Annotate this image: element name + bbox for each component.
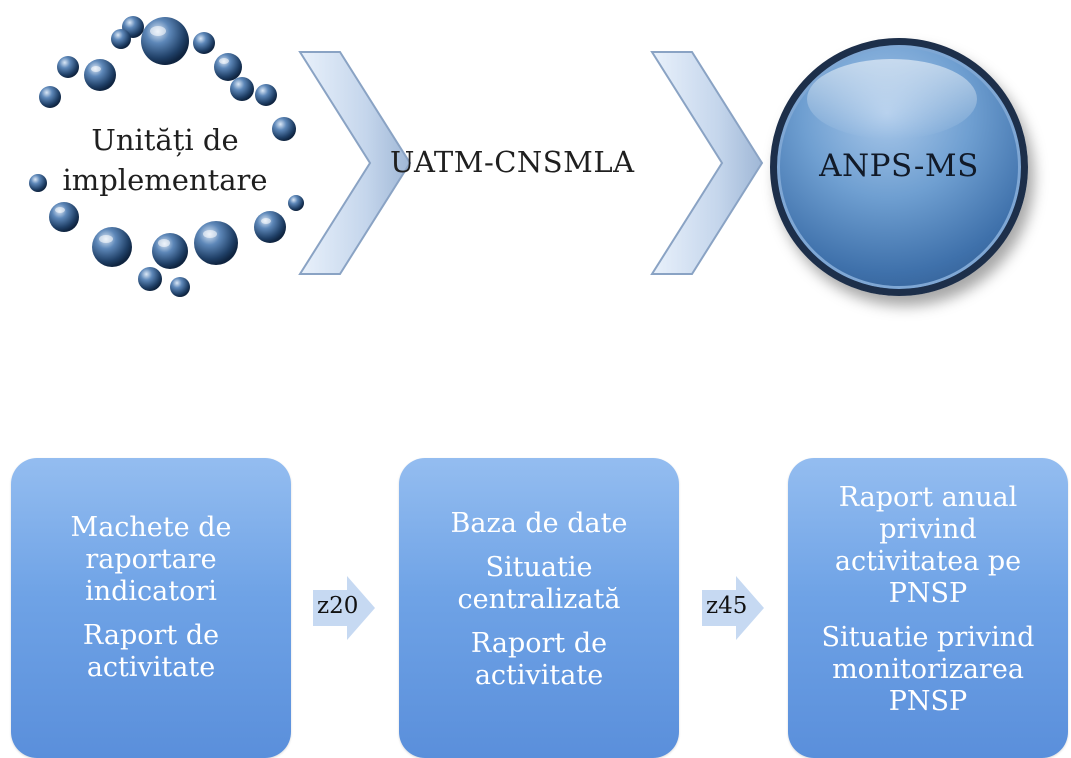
box3-line: PNSP <box>888 686 968 717</box>
step-arrow-icon <box>313 576 375 640</box>
box2-paragraph-1: Baza de date <box>399 508 679 540</box>
arrow-label-z20: z20 <box>317 593 359 619</box>
anps-ms-label: ANPS-MS <box>819 148 979 184</box>
box2-line: Baza de date <box>450 508 628 539</box>
box2-line: Raport de <box>470 628 608 659</box>
box1-line: activitate <box>86 652 216 683</box>
chevron-arrow-icon <box>650 51 764 275</box>
box3-paragraph-2: Situatie privind monitorizarea PNSP <box>788 622 1068 718</box>
box2-paragraph-2: Situatie centralizată <box>399 552 679 616</box>
reporting-templates-box: Machete de raportare indicatori Raport d… <box>11 458 291 758</box>
box2-paragraph-3: Raport de activitate <box>399 628 679 692</box>
annual-report-box: Raport anual privind activitatea pe PNSP… <box>788 458 1068 758</box>
box3-line: privind <box>879 514 977 545</box>
box2-line: activitate <box>474 660 604 691</box>
step-arrow-icon <box>702 576 764 640</box>
circle-highlight <box>807 59 977 139</box>
box1-paragraph-2: Raport de activitate <box>11 620 291 684</box>
box3-paragraph-1: Raport anual privind activitatea pe PNSP <box>788 482 1068 610</box>
box3-line: Situatie privind <box>821 622 1035 653</box>
step-arrow-label-wrap: z20 <box>313 576 375 640</box>
bubble-ring-graphic <box>29 16 304 297</box>
box1-line: indicatori <box>85 576 217 607</box>
step-arrow-label-wrap: z45 <box>702 576 764 640</box>
implementation-units-label: Unități de implementare <box>55 120 275 200</box>
box1-line: raportare <box>85 544 217 575</box>
box3-line: activitatea pe <box>834 546 1022 577</box>
anps-ms-circle: ANPS-MS <box>770 38 1028 296</box>
database-box: Baza de date Situatie centralizată Rapor… <box>399 458 679 758</box>
box1-line: Raport de <box>82 620 220 651</box>
box3-line: PNSP <box>888 578 968 609</box>
box2-line: Situatie <box>485 552 593 583</box>
box3-line: monitorizarea <box>832 654 1024 685</box>
implementation-units-line2: implementare <box>62 163 268 197</box>
uatm-cnsmla-label: UATM-CNSMLA <box>390 145 635 179</box>
chevron-arrow-icon <box>298 51 412 275</box>
box3-line: Raport anual <box>838 482 1018 513</box>
box1-paragraph-1: Machete de raportare indicatori <box>11 512 291 608</box>
box2-line: centralizată <box>457 584 621 615</box>
arrow-label-z45: z45 <box>706 593 748 619</box>
implementation-units-line1: Unități de <box>91 123 239 157</box>
box1-line: Machete de <box>70 512 232 543</box>
